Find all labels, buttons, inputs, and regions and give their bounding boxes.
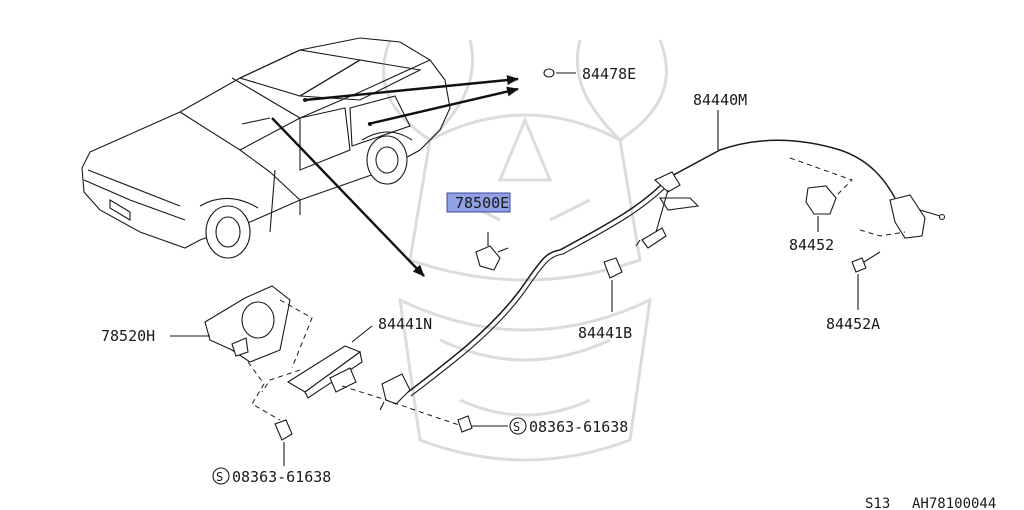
arrow-to-84478E-upper — [304, 75, 519, 102]
label-84452A[interactable]: 84452A — [826, 315, 880, 333]
highlight-78500E — [446, 192, 511, 213]
label-84440M[interactable]: 84440M — [693, 91, 747, 109]
watermark-emblem — [382, 39, 668, 462]
label-78520H[interactable]: 78520H — [101, 327, 155, 345]
footer-section: S13 — [865, 496, 890, 510]
clip-78500E — [475, 232, 509, 271]
label-84452[interactable]: 84452 — [789, 236, 834, 254]
s-symbol-right: S — [513, 420, 520, 434]
label-screw-bottom[interactable]: 08363-61638 — [232, 468, 331, 486]
arrow-to-84478E-lower — [367, 86, 519, 126]
bolt-screw-right: S — [457, 415, 527, 435]
label-78500E[interactable]: 78500E — [455, 194, 509, 212]
bolt-84452A — [851, 251, 881, 310]
label-screw-right[interactable]: 08363-61638 — [529, 418, 628, 436]
handle-84441N — [261, 325, 463, 427]
clip-84452 — [805, 185, 837, 232]
label-84441B[interactable]: 84441B — [578, 324, 632, 342]
label-84441N[interactable]: 84441N — [378, 315, 432, 333]
clip-84441B — [603, 257, 623, 312]
bolt-screw-bottom: S — [212, 419, 293, 485]
arrow-to-handle-assembly — [271, 117, 425, 277]
plug-84478E — [543, 68, 576, 78]
cable-84440M — [407, 110, 946, 397]
label-84478E[interactable]: 84478E — [582, 65, 636, 83]
footer-code: AH78100044 — [912, 496, 996, 510]
s-symbol-bottom: S — [216, 470, 223, 484]
bracket-78520H — [170, 285, 313, 421]
car-illustration — [81, 37, 451, 259]
